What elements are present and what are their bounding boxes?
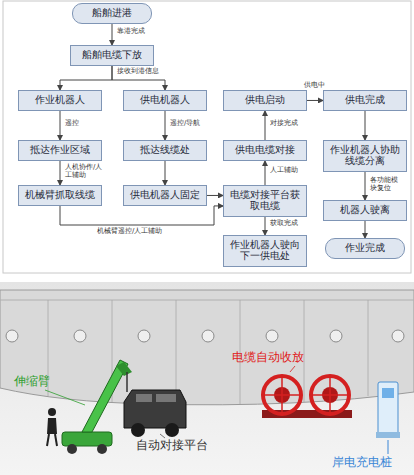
node-text: 船舶进港 <box>76 8 148 19</box>
flow-arrow <box>207 195 223 196</box>
process-box: 作业机器人协助线缆分离 <box>323 140 407 172</box>
node-text: 供电启动 <box>227 95 303 106</box>
node-text: 供电完成 <box>327 95 403 106</box>
process-box: 供电启动 <box>223 90 307 111</box>
process-box: 机器人驶离 <box>323 200 407 221</box>
flow-arrow <box>307 100 323 101</box>
part-label: 伸缩臂 <box>14 374 50 388</box>
flow-arrow <box>365 221 366 238</box>
node-text: 作业完成 <box>329 243 401 254</box>
process-box: 抵达作业区域 <box>18 140 102 161</box>
portholes <box>6 330 404 342</box>
node-text: 供电机器人 <box>127 95 203 106</box>
cable-reels <box>262 376 352 418</box>
flow-arrow <box>60 111 61 140</box>
flow-arrow <box>365 111 366 140</box>
telescopic-arm <box>62 360 132 454</box>
process-box: 抵达线缆处 <box>123 140 207 161</box>
ship-hull <box>0 290 414 405</box>
part-label: 岸电充电桩 <box>332 455 392 469</box>
flow-arrow <box>165 111 166 140</box>
process-box: 机械臂抓取线缆 <box>18 185 102 206</box>
flow-frame <box>3 1 411 273</box>
node-text: 作业机器人 <box>22 95 98 106</box>
flow-arrow <box>365 172 366 200</box>
flow-arrow <box>60 161 61 185</box>
edge-label: 接收到港信息 <box>116 68 160 76</box>
edge-label: 机械臂遥控/人工辅助 <box>96 228 163 236</box>
node-text: 抵达线缆处 <box>127 145 203 156</box>
process-box: 作业机器人 <box>18 90 102 111</box>
edge-label: 各功能模块复位 <box>369 177 405 192</box>
edge-label: 遥控 <box>64 120 80 128</box>
node-text: 作业机器人协助线缆分离 <box>327 145 403 167</box>
worker <box>47 408 57 446</box>
node-text: 机器人驶离 <box>327 205 403 216</box>
edge-label: 供电中 <box>303 82 326 90</box>
ground <box>0 282 414 475</box>
process-box: 作业机器人驶向下一供电处 <box>223 235 307 267</box>
terminal-box: 作业完成 <box>325 238 405 259</box>
edge-label: 人工辅助 <box>269 167 299 175</box>
node-text: 供电电缆对接 <box>227 145 303 156</box>
part-label: 自动对接平台 <box>136 438 208 452</box>
process-box: 电缆对接平台获取电缆 <box>223 185 307 217</box>
edge-label: 遥控/导航 <box>169 120 201 128</box>
part-label: 电缆自动收放 <box>232 350 304 364</box>
edge-label: 靠港完成 <box>116 28 146 36</box>
edge-label: 对接完成 <box>269 120 299 128</box>
terminal-box: 船舶进港 <box>72 3 152 24</box>
flow-arrow <box>60 66 112 90</box>
process-box: 供电完成 <box>323 90 407 111</box>
process-box: 供电机器人 <box>123 90 207 111</box>
flow-arrow <box>165 161 166 185</box>
node-text: 机械臂抓取线缆 <box>22 190 98 201</box>
node-text: 船舶电缆下放 <box>74 50 150 61</box>
flow-arrow <box>265 217 266 235</box>
node-text: 作业机器人驶向下一供电处 <box>227 240 303 262</box>
process-box: 供电电缆对接 <box>223 140 307 161</box>
docking-vehicle <box>124 390 186 437</box>
flow-arrow <box>112 66 165 90</box>
process-box: 供电机器人固定 <box>123 185 207 206</box>
node-text: 抵达作业区域 <box>22 145 98 156</box>
node-text: 电缆对接平台获取电缆 <box>227 190 303 212</box>
flow-arrow <box>265 161 266 185</box>
charging-pile <box>376 382 400 438</box>
process-box: 船舶电缆下放 <box>70 45 154 66</box>
node-text: 供电机器人固定 <box>127 190 203 201</box>
edge-label: 获取完成 <box>269 220 299 228</box>
flow-arrow <box>60 206 223 225</box>
flow-arrow <box>112 24 113 45</box>
flow-arrow <box>265 111 266 140</box>
edge-label: 人机协作/人工辅助 <box>64 164 106 179</box>
